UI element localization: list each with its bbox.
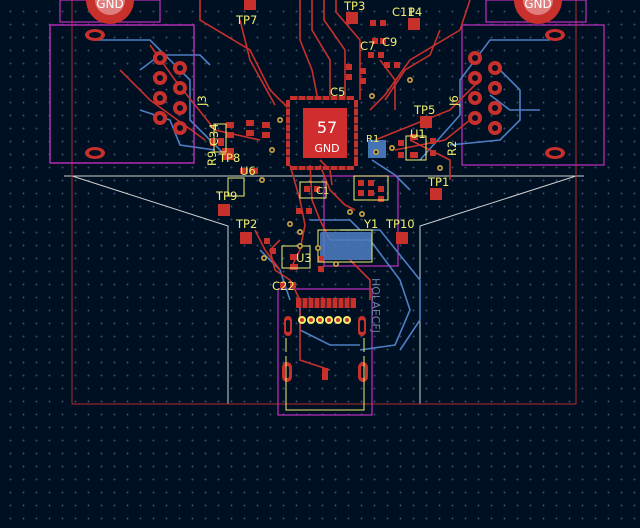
tp7-pad (244, 0, 256, 10)
tp10-pad (396, 232, 408, 244)
ref-c22: C22 (272, 279, 295, 293)
back-copper-pads (320, 140, 386, 260)
tp4-pad (408, 18, 420, 30)
ref-r2: R2 (445, 141, 459, 156)
tp1-pad (430, 188, 442, 200)
mount-hole-right-net: GND (524, 0, 552, 11)
ref-j3: J3 (195, 95, 209, 107)
ref-c34: C34 (207, 123, 221, 146)
mcu-pad-number: 57 (317, 118, 337, 137)
courtyards (49, 0, 605, 416)
ref-u6: U6 (240, 164, 256, 178)
ref-r1: R1 (366, 134, 379, 145)
ref-tp5: TP5 (413, 103, 435, 117)
ref-c5: C5 (330, 85, 345, 99)
silkscreen-references: TP7 TP3 C11 P4 C7 C9 J3 J6 C5 C34 R9 TP8… (195, 0, 461, 293)
ref-tp10: TP10 (385, 217, 415, 231)
ref-p4: P4 (408, 5, 422, 19)
ref-tp3: TP3 (343, 0, 365, 13)
mount-hole-left[interactable]: GND (86, 0, 134, 24)
passive-components (210, 20, 436, 288)
mcu-pin-gaps (286, 96, 358, 170)
ref-tp8: TP8 (218, 151, 240, 165)
back-fab-text: HOLAECFJ (369, 278, 382, 333)
ref-tp7: TP7 (235, 13, 257, 27)
tp8-pad (222, 148, 234, 160)
tp5-pad (420, 116, 432, 128)
tp3-pad (346, 12, 358, 24)
ref-c11: C11 (392, 5, 415, 19)
mcu-center-pad[interactable] (303, 108, 347, 158)
tp9-pad (218, 204, 230, 216)
ref-y1: Y1 (363, 217, 378, 231)
ref-c7: C7 (360, 39, 375, 53)
mount-hole-right[interactable]: GND (514, 0, 562, 24)
vias (259, 77, 443, 267)
ref-r9: R9 (205, 151, 219, 166)
ref-c1: C1 (316, 186, 329, 197)
copper-outline (71, 0, 577, 405)
test-points[interactable] (218, 0, 442, 244)
mount-hole-left-net: GND (96, 0, 124, 11)
ref-tp1: TP1 (427, 175, 449, 189)
connector-j6-footprint (468, 29, 565, 159)
mcu-footprint[interactable]: 57 GND (286, 96, 358, 170)
ref-tp2: TP2 (235, 217, 257, 231)
usb-connector-footprint (282, 298, 368, 411)
mcu-pad-net: GND (314, 142, 339, 155)
ref-c9: C9 (382, 35, 397, 49)
ref-tp9: TP9 (215, 189, 237, 203)
ref-j6: J6 (447, 95, 461, 107)
connector-j3-footprint (49, 24, 195, 164)
tp2-pad (240, 232, 252, 244)
ref-u3: U3 (296, 251, 312, 265)
ref-u1: U1 (410, 127, 426, 141)
